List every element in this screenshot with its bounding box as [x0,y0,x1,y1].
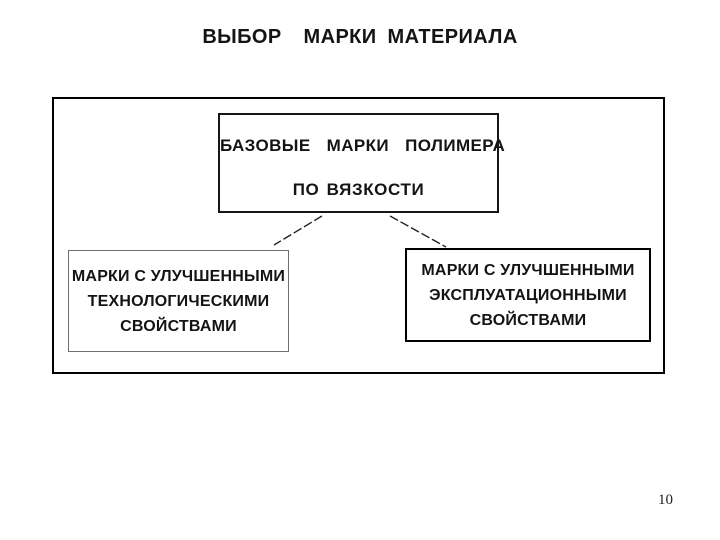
right-box-operational-grades: МАРКИ С УЛУЧШЕННЫМИ ЭКСПЛУАТАЦИОННЫМИ СВ… [405,248,651,342]
right-box-line-3: СВОЙСТВАМИ [469,311,587,329]
left-box-line-1: МАРКИ С УЛУЧШЕННЫМИ [71,267,286,285]
diagram-frame: БАЗОВЫЕ МАРКИ ПОЛИМЕРА ПО ВЯЗКОСТИ МАРКИ… [52,97,665,374]
connector-right-line [389,215,447,248]
left-box-technological-grades: МАРКИ С УЛУЧШЕННЫМИ ТЕХНОЛОГИЧЕСКИМИ СВО… [68,250,289,352]
root-box-base-polymer-grades: БАЗОВЫЕ МАРКИ ПОЛИМЕРА ПО ВЯЗКОСТИ [218,113,506,213]
slide-title: ВЫБОР МАРКИ МАТЕРИАЛА [202,26,518,48]
right-box-line-1: МАРКИ С УЛУЧШЕННЫМИ [421,261,635,279]
connector-left-line [273,215,323,246]
page-number: 10 [658,492,673,508]
left-box-line-3: СВОЙСТВАМИ [120,317,237,335]
root-box-line-2: ПО ВЯЗКОСТИ [292,180,425,199]
root-box-line-1: БАЗОВЫЕ МАРКИ ПОЛИМЕРА [220,136,506,155]
right-box-line-2: ЭКСПЛУАТАЦИОННЫМИ [429,286,627,304]
left-box-line-2: ТЕХНОЛОГИЧЕСКИМИ [87,292,270,310]
